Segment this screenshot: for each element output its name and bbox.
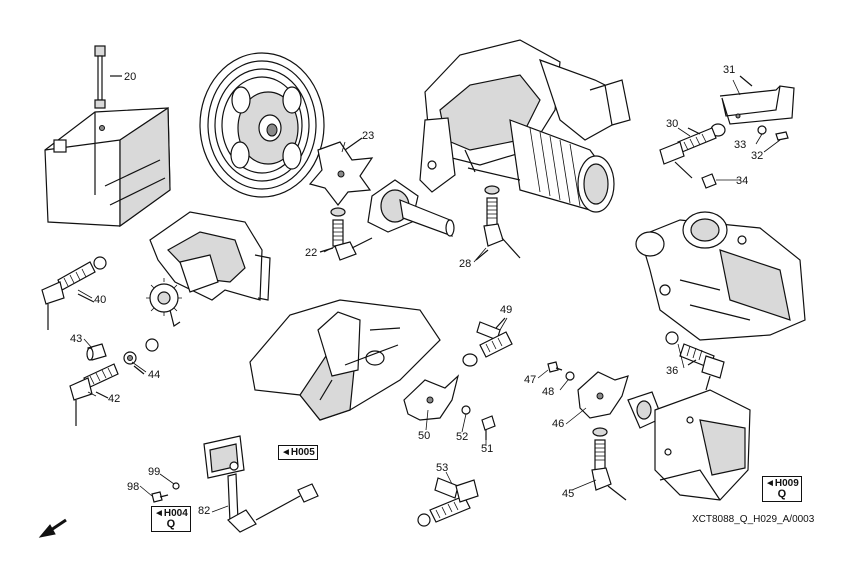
part-31-bracket	[719, 75, 795, 125]
callout-98: 98	[127, 481, 140, 493]
reference-h009[interactable]: ◄H009 Q	[762, 476, 802, 502]
callout-99: 99	[148, 466, 161, 478]
part-28-fitting	[475, 185, 521, 261]
part-45-fitting	[591, 427, 627, 501]
drawing-code: XCT8088_Q_H029_A/0003	[692, 514, 815, 525]
callout-82: 82	[198, 505, 211, 517]
reference-h005-label: ◄H005	[281, 447, 315, 458]
callout-22: 22	[305, 247, 318, 259]
drive-flange-shaft	[367, 179, 455, 237]
part-48-washer	[565, 371, 575, 381]
callout-42: 42	[108, 393, 121, 405]
reference-h009-q: Q	[777, 488, 787, 500]
callout-49: 49	[500, 304, 513, 316]
arrow-down-left-icon	[38, 518, 67, 538]
callout-40: 40	[94, 294, 107, 306]
callout-32: 32	[751, 150, 764, 162]
callout-34: 34	[736, 175, 749, 187]
callout-52: 52	[456, 431, 469, 443]
part-30-injector	[659, 123, 789, 189]
part-36-fitting	[665, 331, 725, 391]
part-82-sensor-bracket	[203, 435, 319, 533]
reference-h005[interactable]: ◄H005	[278, 445, 318, 460]
callout-47: 47	[524, 374, 537, 386]
callout-31: 31	[723, 64, 736, 76]
callout-45: 45	[562, 488, 575, 500]
part-47-bolt	[547, 361, 563, 373]
leader-lines	[77, 75, 781, 513]
engine-housing	[419, 39, 631, 213]
callout-50: 50	[418, 430, 431, 442]
part-43-sleeve	[86, 343, 107, 361]
part-44-washer	[123, 338, 159, 375]
callout-36: 36	[666, 365, 679, 377]
pulley	[199, 52, 325, 198]
part-50-coupling	[403, 374, 460, 421]
callout-48: 48	[542, 386, 555, 398]
callout-51: 51	[481, 443, 494, 455]
callout-46: 46	[552, 418, 565, 430]
flange-bracket-lower-right	[627, 389, 751, 501]
callout-33: 33	[734, 139, 747, 151]
part-52-washer	[461, 405, 471, 415]
callout-44: 44	[148, 369, 161, 381]
part-40-fitting	[41, 256, 107, 330]
callout-23: 23	[362, 130, 375, 142]
callout-28: 28	[459, 258, 472, 270]
gear-housing-right	[635, 211, 806, 341]
part-22-fitting	[319, 207, 373, 261]
callout-30: 30	[666, 118, 679, 130]
reference-h004-label: ◄H004	[154, 508, 188, 519]
part-46-coupling	[577, 371, 629, 419]
reference-h009-label: ◄H009	[765, 478, 799, 489]
part-49-fitting	[462, 317, 513, 367]
center-mounting-bracket	[249, 299, 441, 421]
callout-20: 20	[124, 71, 137, 83]
part-23-coupling-plate	[308, 137, 374, 206]
part-53-fitting	[417, 477, 479, 527]
part-20-bolt	[94, 45, 122, 109]
callout-53: 53	[436, 462, 449, 474]
reference-h004-q: Q	[166, 518, 176, 530]
fuel-tank	[44, 106, 171, 228]
part-51-bolt	[481, 415, 496, 440]
part-99-washer	[172, 482, 180, 490]
part-98-bolt	[151, 491, 169, 503]
oil-pump-assembly	[146, 211, 271, 327]
part-42-fitting	[69, 363, 119, 426]
callout-43: 43	[70, 333, 83, 345]
reference-h004[interactable]: ◄H004 Q	[151, 506, 191, 532]
